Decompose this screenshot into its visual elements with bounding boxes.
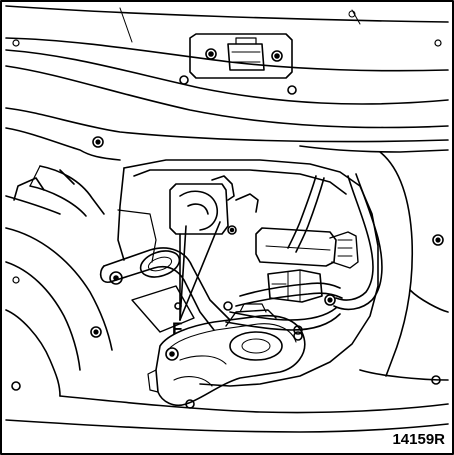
leader-line — [179, 225, 187, 321]
leader-line — [179, 221, 221, 321]
latch-bracket — [189, 33, 293, 79]
harness-clip — [267, 269, 323, 303]
callout-leaders — [179, 221, 221, 321]
wiper-pivot-assembly — [169, 175, 259, 235]
motor-cavity — [117, 159, 379, 387]
callout-label: F — [172, 319, 182, 338]
wiper-linkage — [99, 247, 231, 333]
body-contours — [5, 107, 449, 433]
upper-body-panel — [5, 5, 449, 129]
figure-reference: 14159R — [392, 431, 445, 448]
wiring-harness — [225, 173, 383, 331]
wiper-motor — [147, 301, 306, 409]
left-side-structure — [13, 165, 105, 217]
electrical-connector — [255, 227, 359, 269]
